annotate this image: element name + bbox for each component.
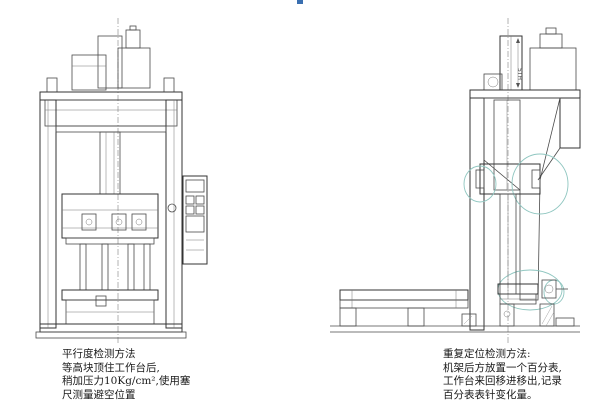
left-caption-line3: 稍加压力10Kg/cm²,使用塞	[62, 375, 191, 387]
left-caption-line4: 尺测量避空位置	[62, 388, 136, 401]
left-caption-title: 平行度检测方法	[62, 348, 136, 360]
left-caption: 平行度检测方法 等高块顶住工作台后, 稍加压力10Kg/cm²,使用塞 尺测量避…	[62, 348, 190, 402]
top-mark	[297, 0, 303, 4]
right-caption-line3: 工作台来回移进移出,记录	[443, 375, 562, 387]
right-caption-title: 重复定位检测方法:	[443, 348, 531, 360]
right-caption-line4: 百分表表针变化量。	[443, 388, 538, 401]
stroke-dimension-label: 5TH	[516, 68, 523, 80]
right-press-side-view: 5TH	[330, 18, 581, 345]
left-press-front-view	[35, 18, 208, 345]
right-caption-line2: 机架后方放置一个百分表,	[443, 361, 562, 374]
left-caption-line2: 等高块顶住工作台后,	[62, 361, 160, 374]
right-caption: 重复定位检测方法: 机架后方放置一个百分表, 工作台来回移进移出,记录 百分表表…	[443, 348, 562, 402]
